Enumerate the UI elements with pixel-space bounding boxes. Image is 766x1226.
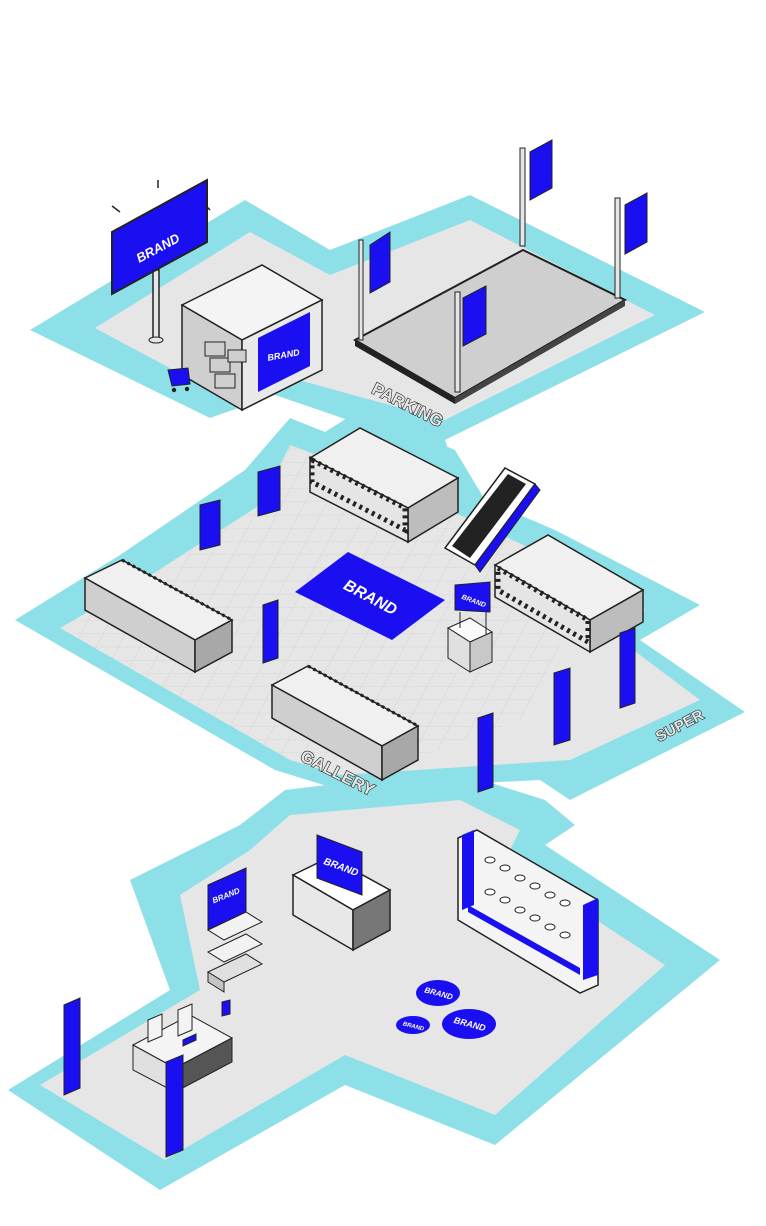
shelf-unit: BRAND — [206, 867, 264, 993]
cart-stack — [204, 341, 247, 389]
light-pole-4 — [454, 285, 487, 393]
display-counter-bottom — [270, 664, 420, 782]
parking-light-signs — [358, 139, 648, 393]
display-counter-left — [83, 558, 234, 674]
display-counter-top — [308, 427, 460, 544]
freezer-with-sign: BRAND — [291, 834, 392, 952]
billboard-sign: BRAND — [111, 178, 211, 344]
light-pole-3 — [614, 192, 648, 299]
light-pole-1 — [358, 231, 391, 341]
floor-super — [8, 770, 720, 1190]
shopping-cart-icon — [167, 367, 191, 393]
light-pole-2 — [519, 139, 553, 247]
promo-stand: BRAND — [446, 581, 494, 673]
standing-sign-super — [63, 997, 81, 1096]
floor-brand-mat: BRAND — [295, 552, 445, 640]
display-counter-right — [493, 534, 645, 654]
escalator — [443, 467, 541, 573]
store-kiosk: BRAND — [167, 264, 324, 412]
product-shelving — [457, 829, 599, 994]
standing-signs-gallery — [199, 465, 636, 793]
parking-lot — [352, 248, 628, 404]
floor-brand-circles: BRAND BRAND BRAND — [396, 980, 496, 1039]
checkout-counter — [131, 999, 234, 1158]
circle-brand-text-3: BRAND — [402, 1021, 425, 1033]
